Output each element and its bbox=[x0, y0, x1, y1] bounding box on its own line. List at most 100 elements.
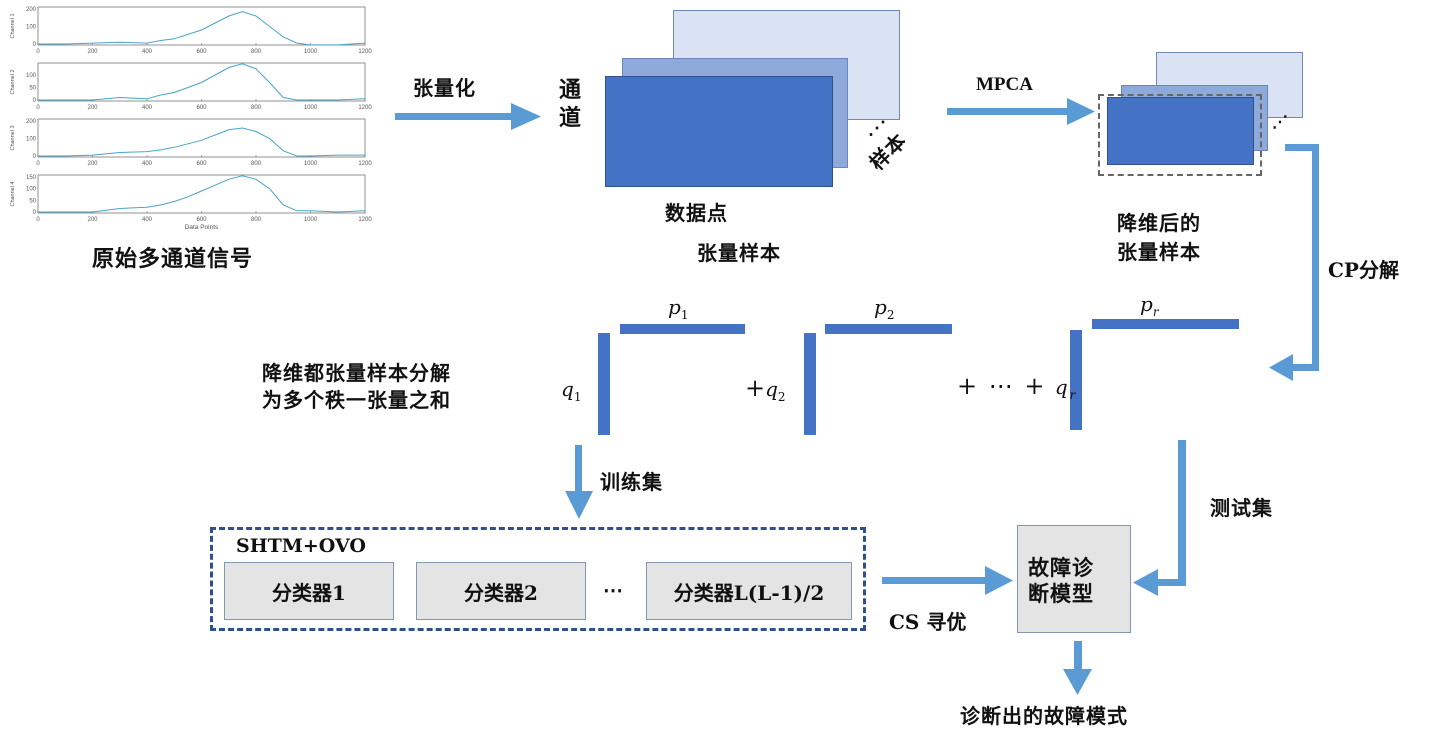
cp-label: CP分解 bbox=[1328, 258, 1399, 282]
training-set-label: 训练集 bbox=[600, 470, 663, 494]
x-tick-label: 1200 bbox=[358, 161, 372, 167]
channel-axis-label: Channel 2 bbox=[10, 69, 16, 94]
channel-axis-label: Channel 4 bbox=[10, 181, 16, 206]
fault-diagnosis-model-box: 故障诊 断模型 bbox=[1017, 525, 1131, 633]
y-tick-label: 100 bbox=[26, 73, 37, 79]
tensor-slab-front bbox=[605, 76, 833, 187]
x-tick-label: 1000 bbox=[304, 49, 318, 55]
test-set-arrow bbox=[1133, 440, 1186, 596]
y-tick-label: 50 bbox=[29, 86, 36, 92]
x-tick-label: 1000 bbox=[304, 217, 318, 223]
signal-line-2 bbox=[38, 63, 366, 101]
reduced-slab-front bbox=[1107, 97, 1254, 165]
x-axis-label: Data Points bbox=[185, 224, 219, 231]
p1-vector-bar bbox=[620, 324, 745, 334]
x-tick-label: 400 bbox=[142, 217, 153, 223]
x-tick-label: 200 bbox=[87, 161, 98, 167]
y-tick-label: 0 bbox=[33, 154, 37, 160]
x-tick-label: 1200 bbox=[358, 217, 372, 223]
mpca-arrow bbox=[947, 98, 1095, 125]
reduced-caption-line2: 张量样本 bbox=[1117, 240, 1201, 264]
reduced-ellipsis: ⋰ bbox=[1272, 112, 1288, 131]
x-tick-label: 0 bbox=[36, 49, 40, 55]
cs-optimization-label: CS 寻优 bbox=[889, 610, 967, 634]
x-tick-label: 0 bbox=[36, 161, 40, 167]
training-set-arrow bbox=[565, 445, 593, 519]
y-tick-label: 150 bbox=[26, 175, 37, 181]
x-tick-label: 400 bbox=[142, 161, 153, 167]
x-tick-label: 600 bbox=[196, 217, 207, 223]
q1-vector-bar bbox=[598, 333, 610, 435]
x-tick-label: 800 bbox=[251, 105, 262, 111]
datapoints-axis-label: 数据点 bbox=[665, 201, 728, 225]
output-arrow bbox=[1063, 641, 1092, 695]
cs-optimization-arrow bbox=[882, 566, 1013, 595]
q2-label: +q2 bbox=[745, 374, 786, 404]
qr-vector-bar bbox=[1070, 330, 1082, 430]
tensor-sample-caption: 张量样本 bbox=[697, 241, 781, 265]
classifier-2: 分类器2 bbox=[416, 562, 586, 620]
signal-line-1 bbox=[38, 11, 366, 46]
q1-label: q1 bbox=[561, 377, 582, 404]
x-tick-label: 1000 bbox=[304, 161, 318, 167]
x-tick-label: 800 bbox=[251, 49, 262, 55]
q2-vector-bar bbox=[804, 333, 816, 435]
cp-decomposition-arrow bbox=[1269, 144, 1319, 381]
reduced-caption-line1: 降维后的 bbox=[1117, 211, 1201, 235]
p2-label: p2 bbox=[874, 295, 895, 322]
model-label-line1: 故障诊 bbox=[1028, 555, 1094, 580]
pr-label: pr bbox=[1140, 292, 1159, 319]
x-tick-label: 1200 bbox=[358, 105, 372, 111]
x-tick-label: 0 bbox=[36, 217, 40, 223]
qr-label: + ⋯ + qr bbox=[957, 372, 1078, 402]
signal-panel-frame bbox=[37, 118, 366, 158]
classifier-ellipsis: ⋯ bbox=[603, 578, 623, 602]
shtm-ovo-ensemble-box bbox=[210, 527, 866, 631]
x-tick-label: 1200 bbox=[358, 49, 372, 55]
test-set-label: 测试集 bbox=[1210, 496, 1273, 520]
channel-axis-label: Channel 3 bbox=[10, 125, 16, 150]
mpca-label: MPCA bbox=[976, 74, 1033, 95]
x-tick-label: 400 bbox=[142, 49, 153, 55]
y-tick-label: 100 bbox=[26, 187, 37, 193]
x-tick-label: 800 bbox=[251, 161, 262, 167]
p1-label: p1 bbox=[668, 295, 689, 322]
x-tick-label: 400 bbox=[142, 105, 153, 111]
tensorize-arrow bbox=[395, 103, 541, 130]
diagnosed-fault-mode-label: 诊断出的故障模式 bbox=[960, 704, 1128, 728]
decomposition-description-line2: 为多个秩一张量之和 bbox=[262, 388, 451, 412]
ensemble-title: SHTM+OVO bbox=[236, 535, 366, 557]
x-tick-label: 0 bbox=[36, 105, 40, 111]
signal-line-4 bbox=[38, 175, 366, 213]
x-tick-label: 600 bbox=[196, 49, 207, 55]
x-tick-label: 800 bbox=[251, 217, 262, 223]
channel-axis-label: 通道 bbox=[559, 77, 583, 131]
y-tick-label: 0 bbox=[33, 210, 37, 216]
signal-panel-frame bbox=[37, 174, 366, 214]
x-tick-label: 200 bbox=[87, 49, 98, 55]
channel-axis-label: Channel 1 bbox=[10, 13, 16, 38]
x-tick-label: 600 bbox=[196, 105, 207, 111]
x-tick-label: 600 bbox=[196, 161, 207, 167]
classifier-1: 分类器1 bbox=[224, 562, 394, 620]
pr-vector-bar bbox=[1092, 319, 1239, 329]
x-tick-label: 1000 bbox=[304, 105, 318, 111]
y-tick-label: 0 bbox=[33, 98, 37, 104]
y-tick-label: 50 bbox=[29, 198, 36, 204]
signals-caption: 原始多通道信号 bbox=[92, 246, 254, 272]
y-tick-label: 100 bbox=[26, 25, 37, 31]
model-label-line2: 断模型 bbox=[1028, 581, 1094, 606]
x-tick-label: 200 bbox=[87, 105, 98, 111]
y-tick-label: 200 bbox=[26, 119, 37, 125]
x-tick-label: 200 bbox=[87, 217, 98, 223]
y-tick-label: 100 bbox=[26, 137, 37, 143]
signal-line-3 bbox=[38, 127, 365, 157]
signal-panel-frame bbox=[37, 6, 366, 46]
y-tick-label: 200 bbox=[26, 7, 37, 13]
classifier-last: 分类器L(L-1)/2 bbox=[646, 562, 852, 620]
p2-vector-bar bbox=[825, 324, 952, 334]
samples-ellipsis: ⋰ bbox=[868, 118, 886, 139]
decomposition-description-line1: 降维都张量样本分解 bbox=[262, 361, 451, 385]
y-tick-label: 0 bbox=[33, 42, 37, 48]
